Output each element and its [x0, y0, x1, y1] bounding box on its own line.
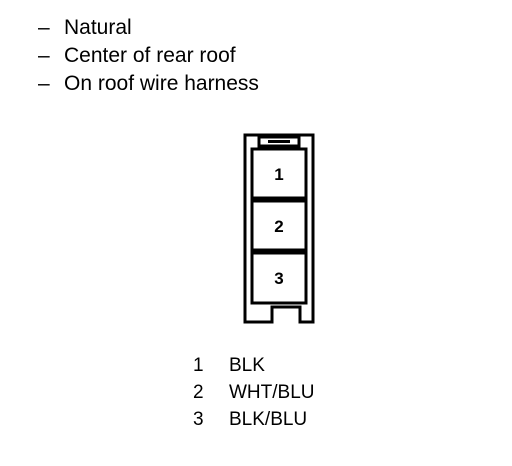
- pin-number-3: 3: [274, 269, 283, 288]
- pin-cavity-1: [250, 147, 308, 200]
- connector-info-list: – Natural – Center of rear roof – On roo…: [38, 14, 259, 98]
- info-line-harness: – On roof wire harness: [38, 70, 259, 98]
- legend-wire-color: WHT/BLU: [229, 382, 315, 403]
- info-line-location: – Center of rear roof: [38, 42, 259, 70]
- legend-row-1: 1 BLK: [193, 352, 315, 379]
- pin-legend: 1 BLK 2 WHT/BLU 3 BLK/BLU: [193, 352, 315, 433]
- legend-pin-number: 2: [193, 382, 204, 403]
- dash-bullet: –: [38, 72, 50, 95]
- legend-wire-color: BLK: [229, 355, 265, 376]
- legend-row-3: 3 BLK/BLU: [193, 406, 315, 433]
- pin-cavity-2: [250, 199, 308, 252]
- legend-pin-number: 1: [193, 355, 204, 376]
- legend-row-2: 2 WHT/BLU: [193, 379, 315, 406]
- dash-bullet: –: [38, 16, 50, 39]
- info-line-color: – Natural: [38, 14, 259, 42]
- connector-location-text: Center of rear roof: [64, 44, 236, 67]
- pin-cavity-3: [250, 251, 308, 305]
- legend-wire-color: BLK/BLU: [229, 409, 308, 430]
- legend-pin-number: 3: [193, 409, 204, 430]
- latch-inner: [268, 140, 290, 143]
- pin-number-1: 1: [274, 165, 283, 184]
- dash-bullet: –: [38, 44, 50, 67]
- connector-color-text: Natural: [64, 16, 132, 39]
- pin-number-2: 2: [274, 217, 283, 236]
- connector-harness-text: On roof wire harness: [64, 72, 259, 95]
